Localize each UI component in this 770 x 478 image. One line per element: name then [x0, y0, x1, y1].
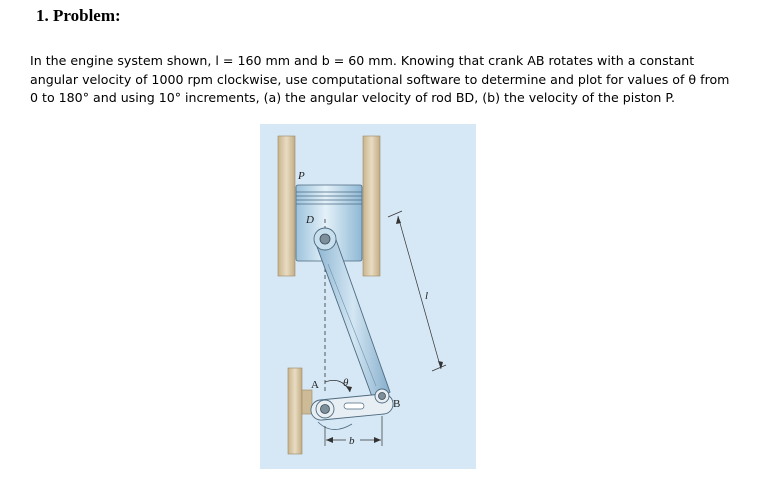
problem-heading: 1. Problem:	[36, 6, 121, 25]
problem-line-2: angular velocity of 1000 rpm clockwise, …	[30, 71, 730, 87]
problem-statement: In the engine system shown, l = 160 mm a…	[30, 52, 760, 108]
engine-figure: P D A B θ l b	[260, 124, 476, 469]
crank-bearing-block	[301, 389, 313, 415]
engine-diagram: P D A B θ l b	[260, 124, 476, 469]
theta-arrowhead	[346, 386, 352, 392]
label-a: A	[311, 379, 319, 391]
problem-line-3: 0 to 180° and using 10° increments, (a) …	[30, 90, 676, 105]
label-d: D	[305, 214, 314, 226]
dimension-l	[387, 210, 447, 372]
pin-a	[315, 399, 335, 419]
label-b-dimension: b	[349, 435, 355, 447]
cylinder-wall-left	[277, 135, 296, 277]
label-theta: θ	[343, 377, 349, 389]
label-b: B	[393, 398, 400, 410]
problem-line-1: In the engine system shown, l = 160 mm a…	[30, 53, 695, 68]
crank-support	[287, 367, 303, 455]
label-p: P	[297, 170, 305, 182]
cylinder-wall-right	[362, 135, 381, 277]
pin-d	[313, 227, 337, 251]
label-l: l	[425, 290, 428, 302]
piston	[295, 184, 363, 262]
pin-b	[374, 388, 390, 404]
dimension-b	[324, 416, 383, 446]
